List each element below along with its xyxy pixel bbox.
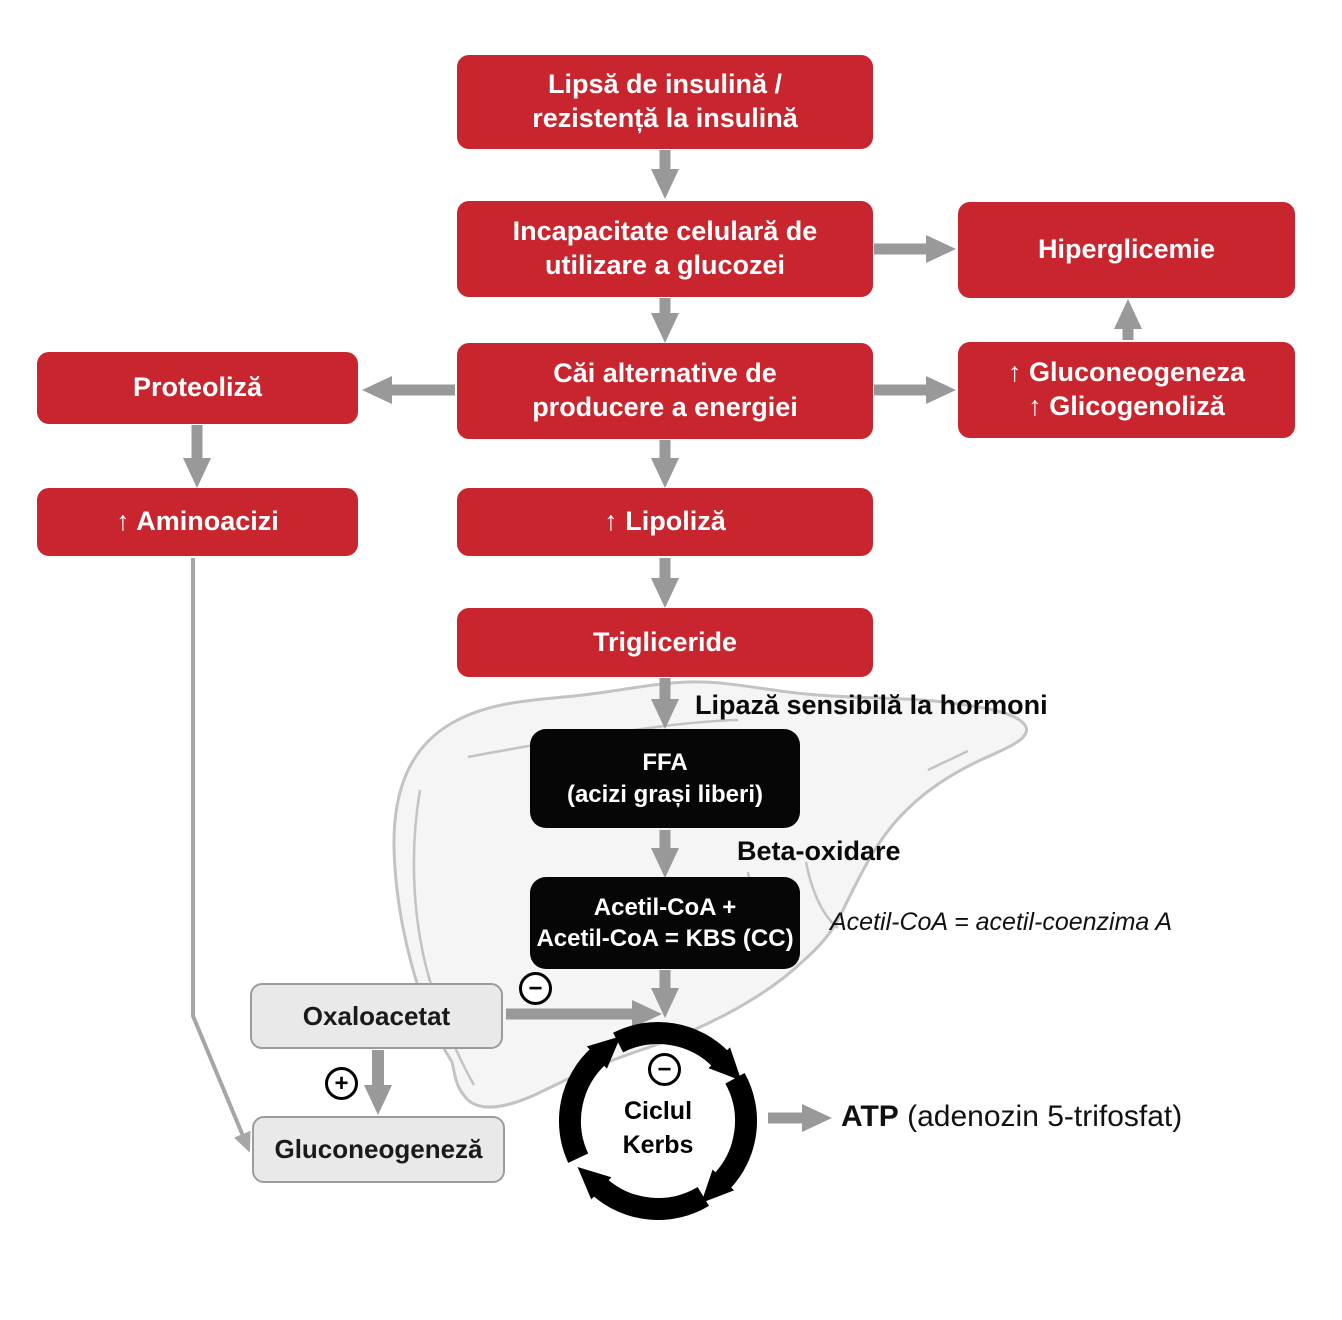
krebs-arc-top <box>613 1022 742 1081</box>
label-krebs-cycle: Ciclul Kerbs <box>622 1097 694 1159</box>
liver-detail-line-left <box>412 789 476 1086</box>
atp-abbreviation: ATP <box>841 1100 899 1133</box>
plus-sign-badge-gluconeogenesis: + <box>325 1067 358 1100</box>
label-acetil-coa-note: Acetil-CoA = acetil-coenzima A <box>830 908 1173 936</box>
line-aminoacizi-to-gluconeogeneza <box>191 558 251 1153</box>
node-gluconeogenesis-glycogenolysis: ↑ Gluconeogeneza ↑ Glicogenoliză <box>958 342 1295 438</box>
node-acetil-coa: Acetil-CoA + Acetil-CoA = KBS (CC) <box>530 877 800 969</box>
label-beta-oxidation: Beta-oxidare <box>737 836 901 866</box>
liver-detail-dash-right <box>927 749 969 772</box>
node-gluconeogenesis: Gluconeogeneză <box>252 1116 505 1183</box>
node-hyperglycemia: Hiperglicemie <box>958 202 1295 298</box>
node-ffa: FFA (acizi grași liberi) <box>530 729 800 828</box>
node-triglycerides: Trigliceride <box>457 608 873 677</box>
atp-full-name: (adenozin 5-trifosfat) <box>898 1100 1183 1133</box>
liver-detail-line-top <box>467 718 739 759</box>
krebs-arc-right <box>701 1072 758 1203</box>
node-cellular-incapacity: Incapacitate celulară de utilizare a glu… <box>457 201 873 297</box>
label-hormone-sensitive-lipase: Lipază sensibilă la hormoni <box>695 690 1048 720</box>
node-oxaloacetate: Oxaloacetat <box>250 983 503 1049</box>
node-proteolysis: Proteoliză <box>37 352 358 424</box>
node-lipolysis: ↑ Lipoliză <box>457 488 873 556</box>
krebs-arc-left <box>558 1036 621 1163</box>
minus-sign-badge-krebs: − <box>648 1053 681 1086</box>
label-atp: ATP (adenozin 5-trifosfat) <box>841 1100 1182 1134</box>
minus-sign-badge-oxaloacetate: − <box>519 972 552 1005</box>
liver-vessel-line-right <box>804 861 839 929</box>
krebs-arc-bottom <box>577 1167 709 1220</box>
node-alternative-energy: Căi alternative de producere a energiei <box>457 343 873 439</box>
node-amino-acids: ↑ Aminoacizi <box>37 488 358 556</box>
node-insulin-deficiency: Lipsă de insulină / rezistență la insuli… <box>457 55 873 149</box>
